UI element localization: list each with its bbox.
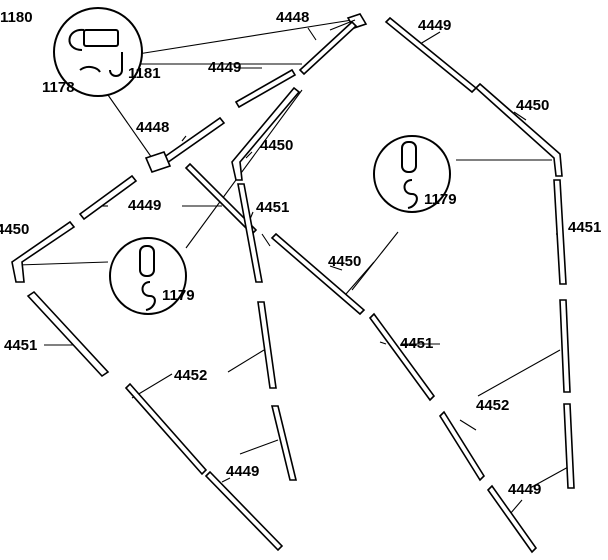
- hook-part: [109, 52, 123, 77]
- pole-4450-left-elbow: [11, 220, 76, 283]
- label-4452-center: 4452: [174, 367, 207, 384]
- label-1179-right: 1179: [424, 191, 457, 208]
- pole-4449-left: [78, 174, 138, 221]
- clamp-part: [68, 28, 85, 51]
- strap-part: [139, 245, 155, 277]
- label-4451-left: 4451: [4, 337, 37, 354]
- pole-4452-right-diagonal: [438, 410, 486, 482]
- washer-part: [79, 65, 101, 73]
- strap-part-right: [401, 141, 417, 173]
- pole-4451-center-vertical: [237, 183, 263, 283]
- pole-4452-diagonal: [124, 382, 208, 476]
- label-4452-right: 4452: [476, 397, 509, 414]
- pole-4449-lower-vertical: [270, 405, 298, 481]
- label-4450-left: 4450: [0, 221, 29, 238]
- pole-4449-upper: [234, 68, 297, 109]
- detail-circle-right-hook: [373, 135, 451, 213]
- label-4449-top-right: 4449: [418, 17, 451, 34]
- pole-4451-center: [184, 162, 258, 236]
- label-4449-left: 4449: [128, 197, 161, 214]
- pole-4451-left: [26, 290, 110, 378]
- bracket-part: [83, 29, 119, 47]
- label-4450-center: 4450: [260, 137, 293, 154]
- label-4449-top-left: 4449: [208, 59, 241, 76]
- poles: [11, 13, 575, 554]
- s-hook-part: [141, 281, 156, 311]
- pole-4448-upper: [298, 20, 358, 76]
- pole-4450-right-elbow: [474, 82, 563, 177]
- pole-left-hub: [144, 151, 172, 173]
- pole-4452-vertical: [257, 301, 277, 389]
- label-4451-mid-right: 4451: [400, 335, 433, 352]
- pole-4448-lower: [158, 116, 226, 167]
- pole-4452-right-vertical: [559, 299, 571, 393]
- label-4449-bottom-center: 4449: [226, 463, 259, 480]
- pole-4451-mid-right: [368, 312, 436, 402]
- label-1178: 1178: [42, 79, 75, 96]
- pole-4449-right-diagonal: [486, 484, 538, 554]
- part-labels: 1180 1181 1178 4448 4448 4449 4449 4449 …: [0, 9, 601, 498]
- label-4448-left: 4448: [136, 119, 169, 136]
- pole-4450-center-elbow: [231, 86, 301, 181]
- label-1179-left: 1179: [162, 287, 195, 304]
- pole-4449-lower-diagonal: [204, 470, 284, 552]
- pole-4451-right-vertical: [553, 179, 567, 285]
- label-4451-right: 4451: [568, 219, 601, 236]
- detail-circle-left-hook: [109, 237, 187, 315]
- label-1180: 1180: [0, 9, 33, 26]
- pole-4449-bottom-right-vertical: [563, 403, 575, 489]
- label-4451-center: 4451: [256, 199, 289, 216]
- detail-circle-hardware: [53, 7, 143, 97]
- s-hook-part-right: [403, 179, 418, 209]
- label-4449-bottom-right: 4449: [508, 481, 541, 498]
- pole-4450-mid: [270, 232, 366, 316]
- label-1181: 1181: [128, 65, 161, 82]
- label-4450-right: 4450: [516, 97, 549, 114]
- label-4448-top: 4448: [276, 9, 309, 26]
- label-4450-mid: 4450: [328, 253, 361, 270]
